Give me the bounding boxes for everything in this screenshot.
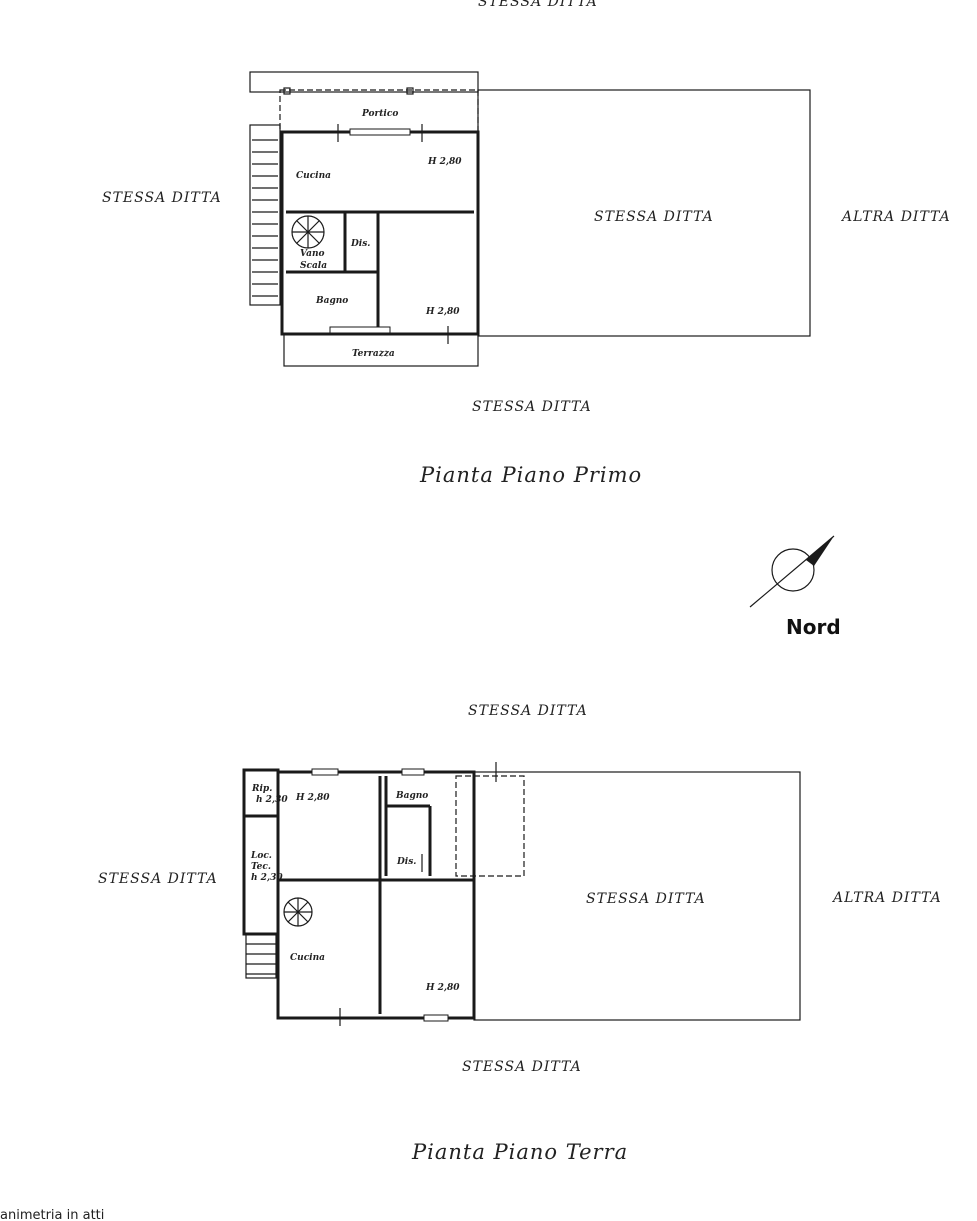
room-scala-label: Scala (300, 261, 327, 271)
first-floor-title: Pianta Piano Primo (419, 463, 642, 487)
room-height-left-label: H 2,80 (295, 793, 330, 803)
room-loc-height-label: h 2,30 (251, 873, 283, 883)
ground-floor-neighbor-left: STESSA DITTA (98, 871, 218, 887)
room-rip-label: Rip. (251, 784, 272, 794)
room-cucina-label-ground: Cucina (290, 953, 325, 963)
first-floor-adjacent-property (477, 89, 811, 337)
room-height-right-label: H 2,80 (425, 983, 460, 993)
ground-floor-neighbor-right: ALTRA DITTA (831, 890, 942, 906)
room-bagno-label: Bagno (315, 296, 348, 306)
first-floor-stair (249, 124, 281, 306)
room-loc-label: Loc. (250, 851, 272, 861)
room-tec-label: Tec. (251, 862, 271, 872)
spiral-stair-icon (291, 215, 325, 249)
footer-note: animetria in atti (0, 1208, 104, 1221)
ground-floor-neighbor-top: STESSA DITTA (468, 703, 588, 719)
room-height-bottom-label: H 2,80 (425, 307, 460, 317)
ground-floor-plan: STESSA DITTA Rip. h 2,30 Loc. Tec. h 2,3… (98, 703, 942, 1164)
room-dis-label-ground: Dis. (396, 857, 416, 867)
room-height-top-label: H 2,80 (427, 157, 462, 167)
north-compass-icon (749, 535, 835, 608)
terrazza-area (283, 333, 479, 367)
first-floor-neighbor-bottom: STESSA DITTA (472, 399, 592, 415)
room-vano-label: Vano (300, 249, 325, 259)
ground-floor-adjacent-property (473, 771, 801, 1021)
first-floor-plan: Portico Cucina H 2,80 Vano Scala Dis. Ba… (102, 71, 951, 487)
ground-floor-stair (245, 933, 277, 979)
compass-north-label: Nord (786, 615, 841, 639)
room-rip-height-label: h 2,30 (256, 795, 288, 805)
room-portico-label: Portico (361, 109, 398, 119)
ground-floor-title: Pianta Piano Terra (411, 1140, 628, 1164)
first-floor-neighbor-right: ALTRA DITTA (840, 209, 951, 225)
room-terrazza-label: Terrazza (352, 349, 395, 359)
room-bagno-label-ground: Bagno (395, 791, 428, 801)
ground-floor-walls (276, 770, 476, 1020)
top-edge-label: STESSA DITTA (478, 0, 598, 10)
room-cucina-label: Cucina (296, 171, 331, 181)
portico-roof (249, 71, 479, 93)
room-dis-label: Dis. (350, 239, 370, 249)
ground-floor-neighbor-bottom: STESSA DITTA (462, 1059, 582, 1075)
first-floor-neighbor-left: STESSA DITTA (102, 190, 222, 206)
ground-spiral-stair-icon (283, 897, 313, 927)
first-floor-neighbor-center: STESSA DITTA (594, 209, 714, 225)
ground-floor-neighbor-center: STESSA DITTA (586, 891, 706, 907)
